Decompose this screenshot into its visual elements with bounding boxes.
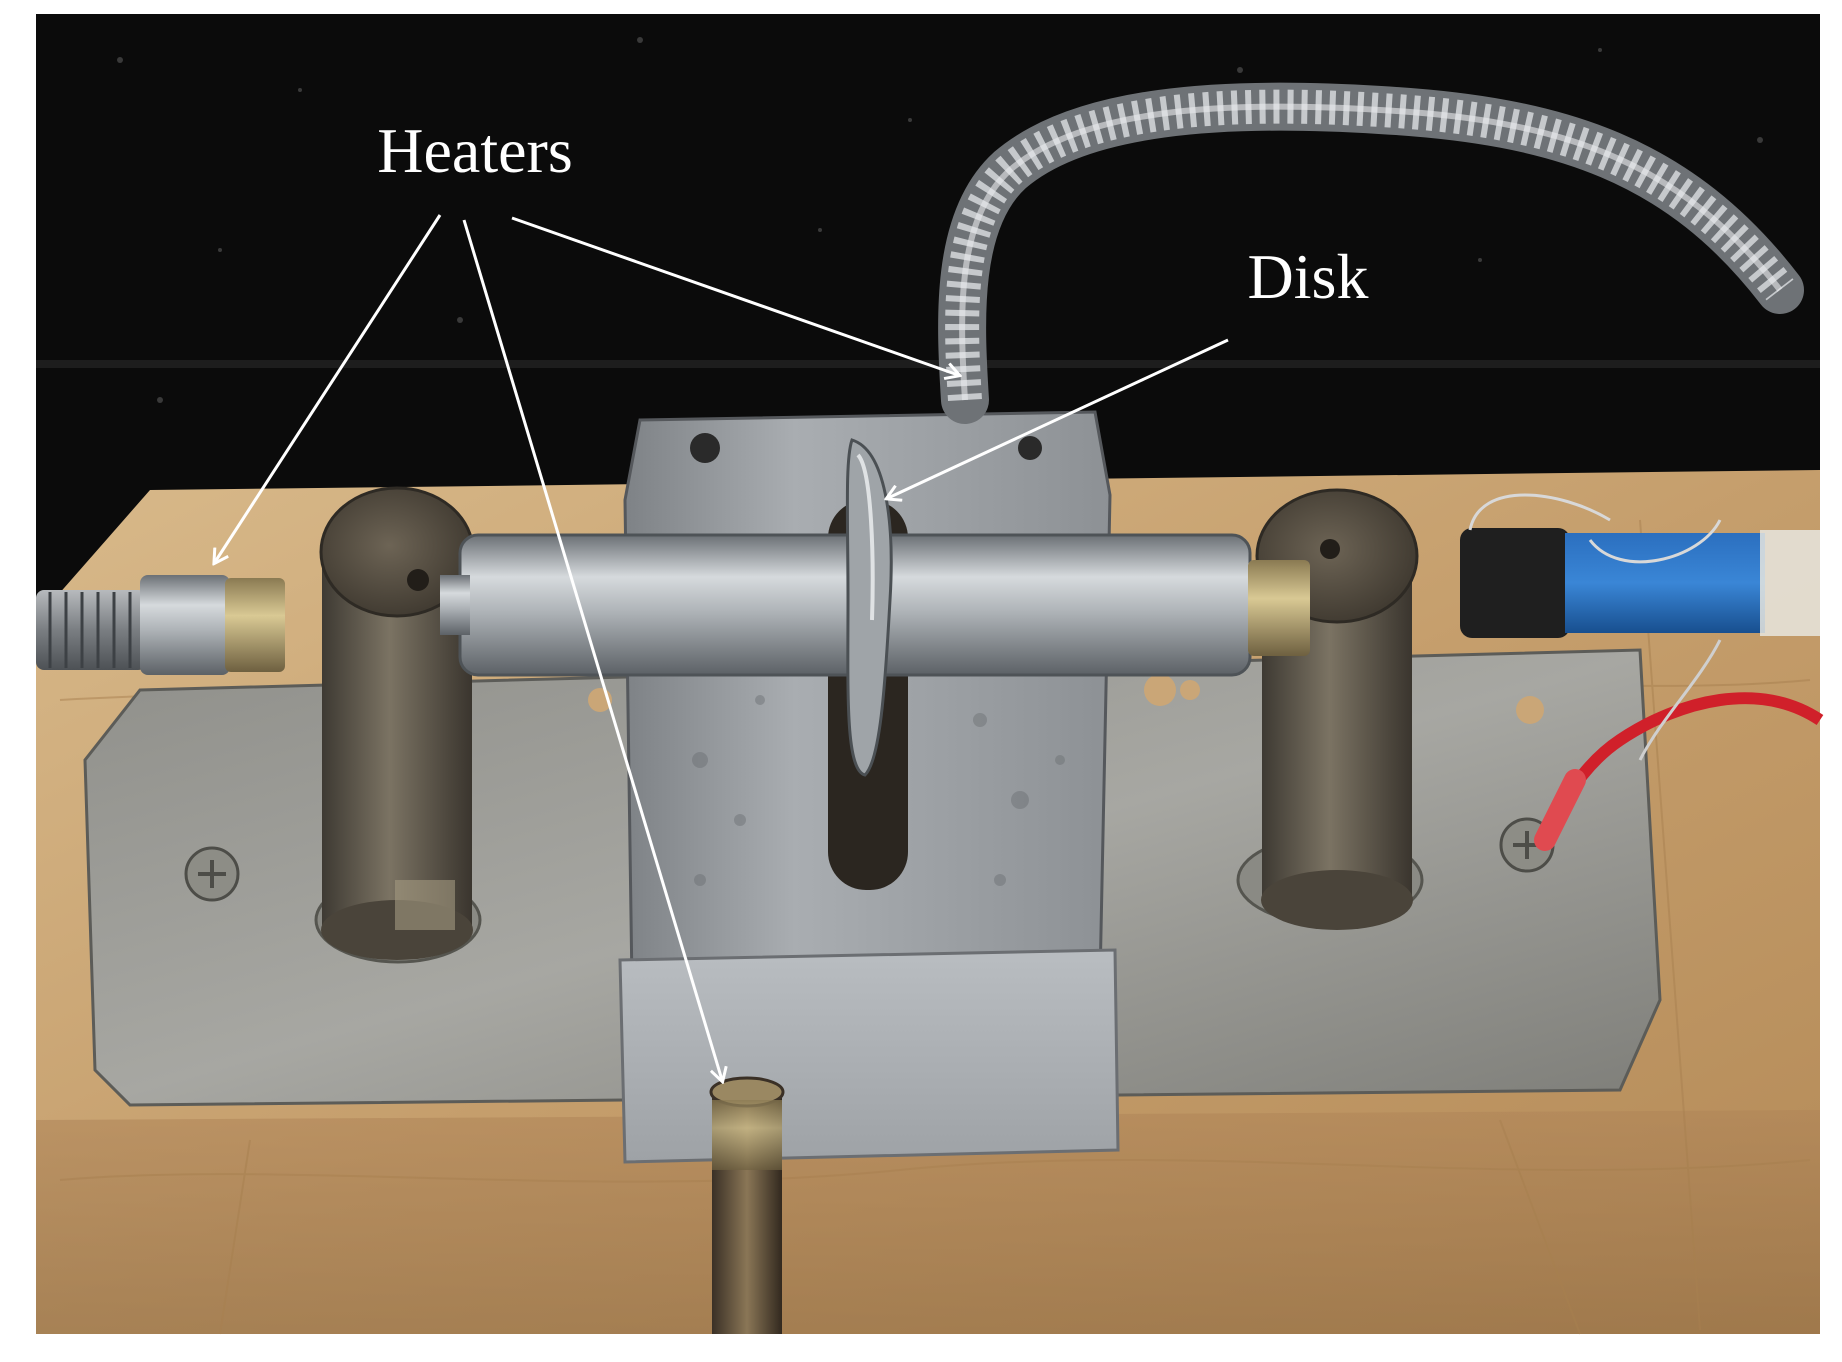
right-post [1236,488,1424,930]
top-conduit [938,82,1804,424]
photo [36,14,1824,1335]
background-speckles [117,37,1763,403]
heater-arrows [215,214,958,1080]
disk [845,438,893,777]
bottom-heater-lead [709,1076,785,1334]
left-heater-lead [36,575,285,675]
disk-arrow [888,338,1229,498]
heater-arrow-bottom [462,219,722,1080]
heater-arrow-left [215,214,442,562]
left-post [314,486,482,964]
label-heaters: Heaters [377,115,572,186]
disk-arrow-line [888,338,1229,498]
plate-holes [588,674,1544,724]
right-connector [1460,493,1820,638]
plate-screw-left [184,846,240,902]
heater-arrow-top [511,216,958,375]
red-wire [1534,639,1824,851]
label-disk: Disk [1248,241,1369,312]
